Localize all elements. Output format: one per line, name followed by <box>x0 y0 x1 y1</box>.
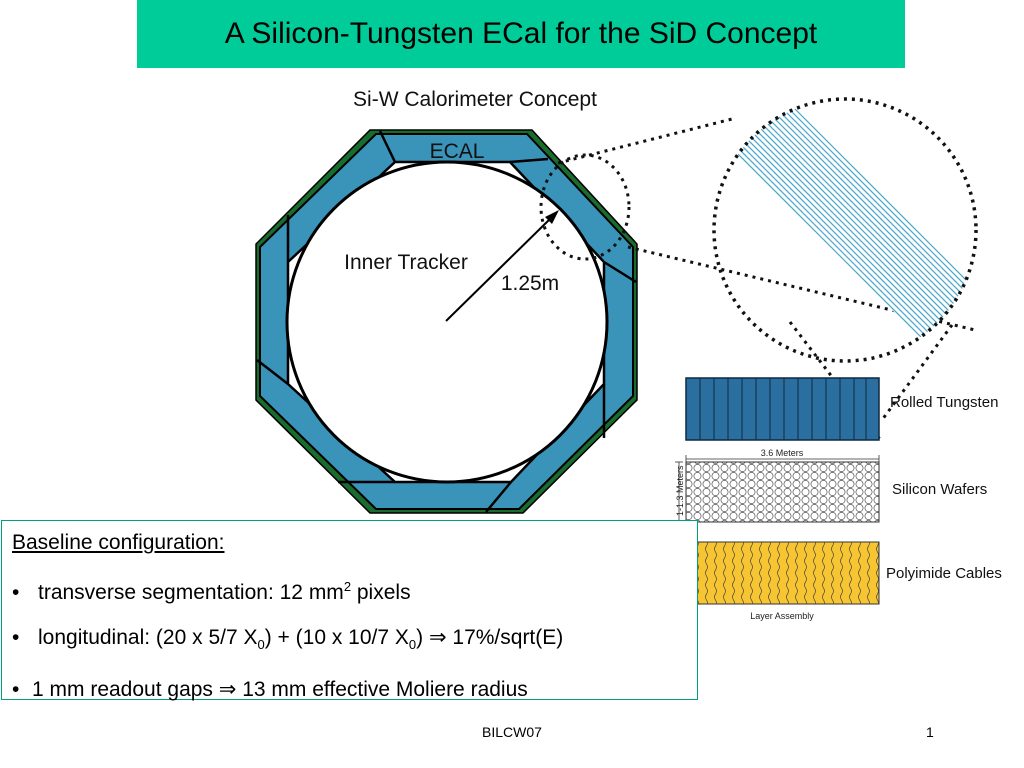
zoom-detail <box>712 97 978 363</box>
inner-tracker-label: Inner Tracker <box>344 251 468 274</box>
item2-subscript-1: 0 <box>257 637 265 653</box>
item2-part-b: ) + (10 x 10/7 X <box>264 626 409 649</box>
rolled-tungsten-label: Rolled Tungsten <box>890 394 998 411</box>
item2-part-c: ) <box>416 626 429 649</box>
page-number: 1 <box>926 724 934 740</box>
item1-superscript: 2 <box>343 579 352 594</box>
bullet-marker: • <box>12 581 20 604</box>
bullet-marker: • <box>12 626 20 649</box>
polyimide-cables-label: Polyimide Cables <box>886 565 1002 582</box>
baseline-config-box: Baseline configuration: • transverse segm… <box>1 520 698 702</box>
item2-subscript-2: 0 <box>408 637 417 653</box>
item2-part-a: longitudinal: (20 x 5/7 X <box>38 626 258 649</box>
ecal-module-dividers <box>256 130 637 513</box>
rolled-tungsten-block <box>685 377 880 441</box>
height-dimension-label: 1-1.3 Meters <box>675 465 685 516</box>
item3-part-b: 13 mm effective Moliere radius <box>236 678 528 702</box>
bullet-marker: • <box>12 678 20 702</box>
ecal-label: ECAL <box>430 140 485 163</box>
baseline-item-longitudinal: •longitudinal: (20 x 5/7 X0) + (10 x 10/… <box>12 626 687 657</box>
slide-title: A Silicon-Tungsten ECal for the SiD Conc… <box>224 17 818 50</box>
layer-connector-lines <box>788 321 954 443</box>
implies-arrow: ⇒ <box>428 626 447 649</box>
footer-label: BILCW07 <box>482 724 542 740</box>
item1-suffix: pixels <box>351 581 411 604</box>
silicon-wafers-block <box>685 461 880 523</box>
implies-arrow: ⇒ <box>218 678 237 702</box>
item3-part-a: 1 mm readout gaps <box>32 678 219 702</box>
baseline-heading: Baseline configuration: <box>12 531 225 554</box>
silicon-wafers-label: Silicon Wafers <box>892 481 987 498</box>
polyimide-cables-block <box>685 541 880 605</box>
width-dimension-label: 3.6 Meters <box>761 448 804 458</box>
radius-arrow <box>445 210 559 322</box>
diagram-heading: Si-W Calorimeter Concept <box>353 88 597 111</box>
zoom-source-circle <box>539 153 631 261</box>
radius-label: 1.25m <box>501 272 559 295</box>
baseline-item-readout-gaps: • 1 mm readout gaps ⇒ 13 mm effective Mol… <box>12 678 687 702</box>
baseline-item-transverse: • transverse segmentation: 12 mm2 pixels <box>12 575 687 605</box>
layer-assembly-label: Layer Assembly <box>750 611 814 621</box>
zoom-detail-circle <box>712 97 978 363</box>
item2-part-d: 17%/sqrt(E) <box>446 626 564 649</box>
title-bar: A Silicon-Tungsten ECal for the SiD Conc… <box>137 0 905 68</box>
item1-text: transverse segmentation: 12 mm <box>38 581 344 604</box>
